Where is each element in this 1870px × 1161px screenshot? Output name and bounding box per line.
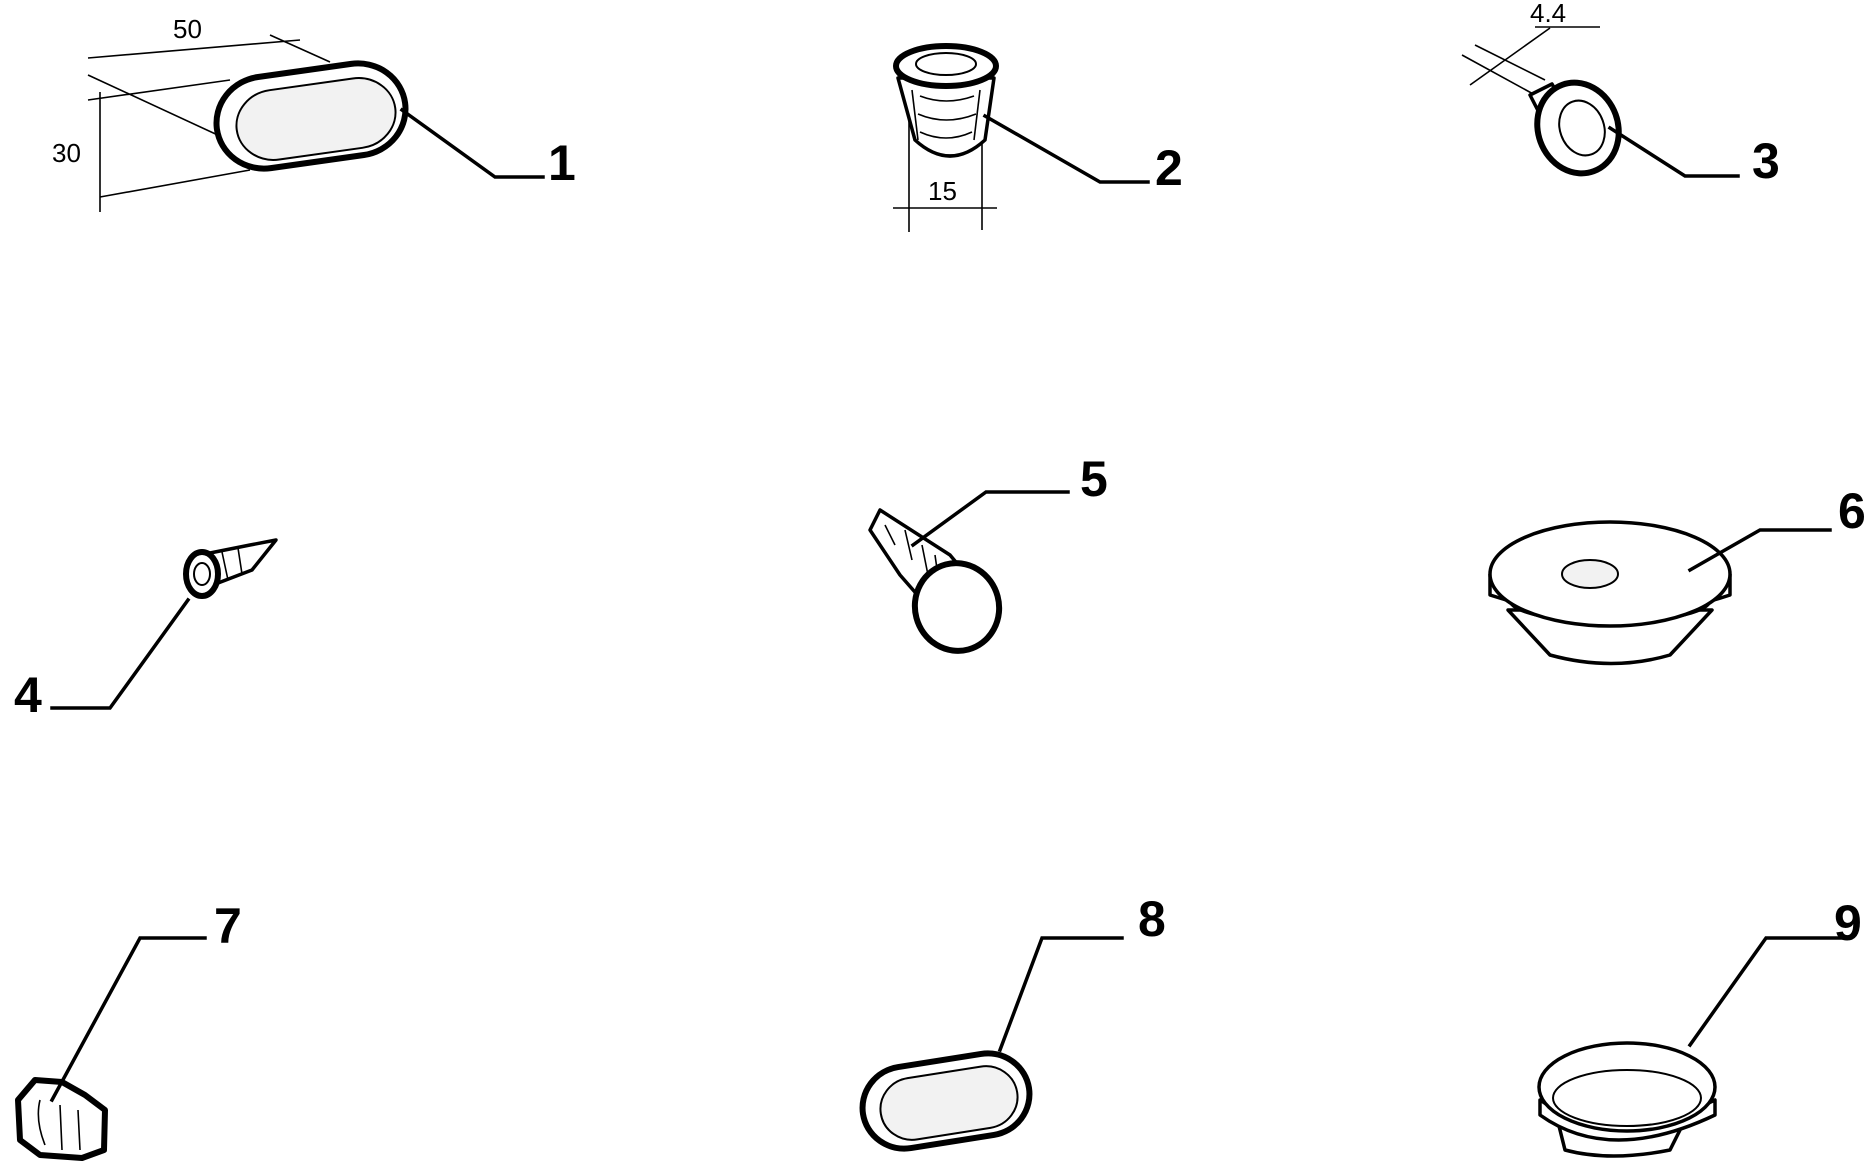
part-5-leader [910,490,1070,548]
part-6-callout: 6 [1838,483,1866,539]
part-4[interactable]: 4 [14,538,278,723]
part-5[interactable]: 5 [868,451,1108,660]
part-2-callout: 2 [1155,140,1183,196]
part-1-dimension-lines [87,34,331,212]
part-8[interactable]: 8 [857,891,1166,1155]
part-2-body [893,43,999,158]
part-9[interactable]: 9 [1537,895,1862,1158]
part-4-body [183,538,278,599]
part-6-body [1488,520,1732,666]
part-1-callout: 1 [548,135,576,191]
part-1-body [213,60,409,172]
part-5-callout: 5 [1080,451,1108,507]
part-8-callout: 8 [1138,891,1166,947]
part-1-width-dimension: 50 [173,14,202,44]
part-3-leader [1607,125,1740,178]
part-7-leader [49,936,207,1103]
part-1-height-dimension: 30 [52,138,81,168]
part-3-body [1528,79,1622,177]
part-3-width-dimension: 4.4 [1530,0,1566,28]
part-2[interactable]: 15 2 [893,43,1183,232]
part-4-leader [50,597,191,710]
part-4-callout: 4 [14,667,42,723]
part-2-width-dimension: 15 [928,176,957,206]
part-7[interactable]: 7 [15,898,242,1161]
part-6[interactable]: 6 [1488,483,1866,666]
part-1-leader [399,107,545,179]
part-3-dimension-lines [1461,26,1600,96]
part-2-leader [982,113,1150,184]
part-8-leader [997,936,1124,1053]
part-7-body [15,1077,108,1161]
part-9-body [1537,1041,1717,1158]
part-7-callout: 7 [214,898,242,954]
part-3[interactable]: 4.4 3 [1461,0,1780,189]
part-3-callout: 3 [1752,133,1780,189]
part-8-body [859,1050,1033,1152]
part-5-body [868,508,1003,654]
part-1[interactable]: 50 30 1 [52,14,576,212]
part-9-callout: 9 [1834,895,1862,951]
part-9-leader [1687,936,1852,1048]
part-6-leader [1687,528,1832,573]
